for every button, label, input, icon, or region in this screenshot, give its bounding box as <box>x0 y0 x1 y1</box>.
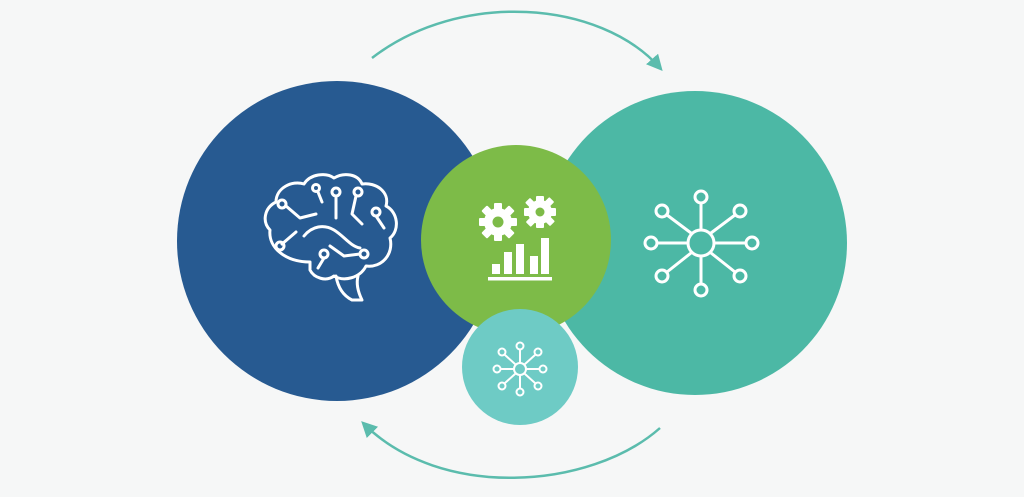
center-circle <box>421 145 611 335</box>
gears-bar-chart-icon <box>479 196 556 281</box>
brain-circuit-icon <box>263 173 398 302</box>
network-hub-small-icon <box>492 341 548 397</box>
bottom-circle <box>462 309 578 425</box>
network-hub-icon <box>643 189 760 298</box>
top-cycle-arrow <box>371 10 663 71</box>
bottom-cycle-arrow <box>361 421 661 479</box>
right-circle <box>543 91 847 395</box>
left-circle <box>177 81 497 401</box>
